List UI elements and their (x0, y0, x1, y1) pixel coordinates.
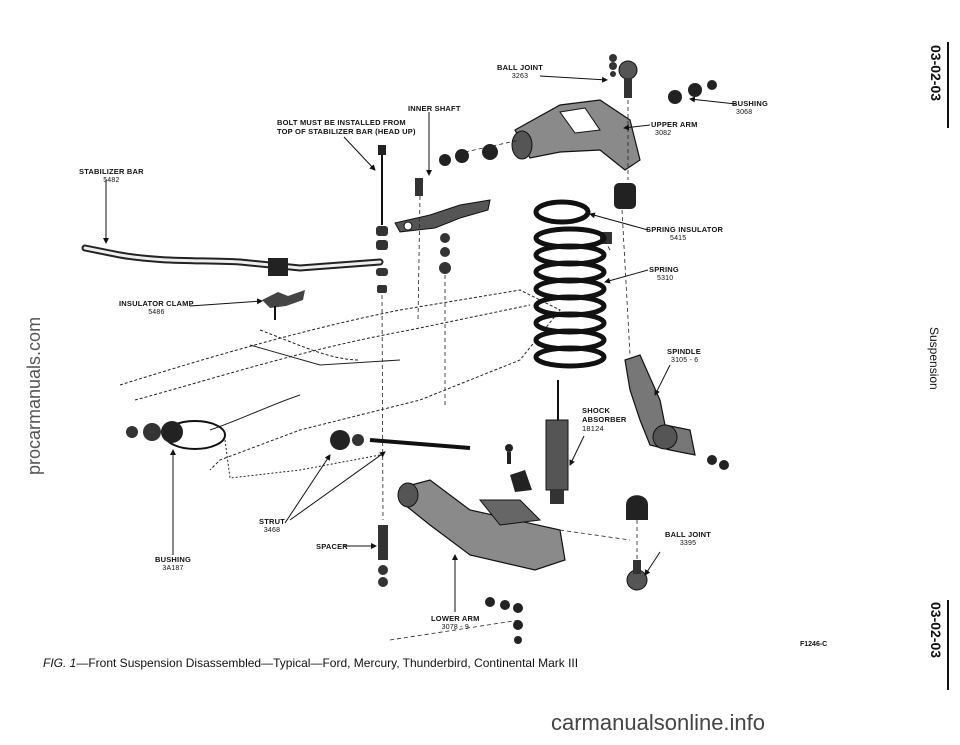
lower-bushing (126, 420, 226, 450)
label-spindle-number: 3105 - 6 (671, 357, 699, 364)
label-lower-arm-number: 3078 - 9 (441, 624, 469, 631)
label-bushing-lower-number: 3A187 (162, 565, 184, 572)
section-title: Suspension (927, 327, 941, 390)
label-strut-name: STRUT (259, 517, 285, 526)
label-spindle: SPINDLE 3105 - 6 (667, 347, 701, 365)
label-bolt-note: BOLT MUST BE INSTALLED FROM TOP OF STABI… (277, 118, 416, 136)
label-spacer: SPACER (316, 542, 348, 551)
label-stabilizer-bar-name: STABILIZER BAR (79, 167, 144, 176)
label-inner-shaft-name: INNER SHAFT (408, 104, 461, 113)
spring-insulator (533, 199, 591, 225)
inner-shaft (394, 178, 491, 274)
section-code-top: 03-02-03 (928, 45, 944, 102)
label-bushing-lower: BUSHING 3A187 (155, 555, 191, 573)
label-spring-name: SPRING (649, 265, 679, 274)
section-code-bottom: 03-02-03 (928, 602, 944, 659)
upper-arm (511, 99, 641, 171)
label-strut: STRUT 3468 (259, 517, 285, 535)
watermark-bottom: carmanualsonline.info (551, 710, 766, 735)
label-ball-joint-upper: BALL JOINT 3263 (497, 63, 543, 81)
figure-code: F1246-C (800, 641, 828, 648)
label-bolt-note-line1: BOLT MUST BE INSTALLED FROM (277, 118, 406, 127)
strut-rod (330, 430, 471, 450)
label-upper-arm-number: 3082 (655, 130, 672, 137)
label-spindle-name: SPINDLE (667, 347, 701, 356)
label-spring-insulator-name: SPRING INSULATOR (646, 225, 724, 234)
label-lower-arm: LOWER ARM 3078 - 9 (431, 614, 480, 632)
assembly-lines (381, 100, 638, 641)
label-shock-absorber-number: 18124 (582, 424, 604, 433)
figure-caption-text: —Front Suspension Disassembled—Typical—F… (76, 656, 579, 670)
label-stabilizer-bar-number: 5482 (103, 177, 120, 184)
label-spacer-name: SPACER (316, 542, 348, 551)
label-shock-absorber-line2: ABSORBER (582, 415, 627, 424)
figure-caption: FIG. 1—Front Suspension Disassembled—Typ… (43, 656, 578, 670)
insulator-clamp (262, 290, 305, 320)
upper-ball-joint (609, 54, 638, 98)
label-bolt-note-line2: TOP OF STABILIZER BAR (HEAD UP) (277, 127, 416, 136)
label-bushing-upper-name: BUSHING (732, 99, 768, 108)
watermark-left: procarmanuals.com (24, 316, 44, 475)
label-bushing-upper: BUSHING 3068 (732, 99, 768, 117)
label-spring-insulator: SPRING INSULATOR 5415 (646, 225, 723, 243)
label-upper-arm-name: UPPER ARM (651, 120, 698, 129)
spacer-stack (378, 525, 388, 587)
label-lower-arm-name: LOWER ARM (431, 614, 480, 623)
label-shock-absorber-line1: SHOCK (582, 406, 611, 415)
label-insulator-clamp-number: 5486 (148, 309, 165, 316)
label-ball-joint-lower-name: BALL JOINT (665, 530, 712, 539)
label-ball-joint-lower-number: 3395 (679, 540, 697, 547)
label-bushing-lower-name: BUSHING (155, 555, 191, 564)
label-upper-arm: UPPER ARM 3082 (651, 120, 698, 138)
label-strut-number: 3468 (263, 527, 281, 534)
label-stabilizer-bar: STABILIZER BAR 5482 (79, 167, 144, 185)
lower-ball-joint (626, 495, 648, 591)
label-ball-joint-upper-name: BALL JOINT (497, 63, 544, 72)
lower-arm-hardware (485, 444, 532, 644)
lower-arm (397, 479, 566, 571)
upper-bushings (439, 80, 717, 166)
label-spring-insulator-number: 5415 (670, 235, 687, 242)
stabilizer-bar (81, 244, 384, 276)
label-insulator-clamp-name: INSULATOR CLAMP (119, 299, 194, 308)
label-spring: SPRING 5310 (649, 265, 679, 283)
label-ball-joint-lower: BALL JOINT 3395 (665, 530, 711, 548)
stabilizer-bolt-stack (376, 145, 388, 293)
spindle (624, 354, 729, 470)
shock-absorber (545, 380, 569, 504)
coil-spring (533, 226, 607, 369)
label-insulator-clamp: INSULATOR CLAMP 5486 (119, 299, 194, 317)
label-ball-joint-upper-number: 3263 (511, 73, 529, 80)
label-inner-shaft: INNER SHAFT (408, 104, 461, 113)
figure-caption-number: FIG. 1 (43, 656, 77, 670)
leader-lines (103, 75, 737, 612)
label-spring-number: 5310 (657, 275, 674, 282)
label-shock-absorber: SHOCK ABSORBER 18124 (582, 406, 627, 433)
label-bushing-upper-number: 3068 (736, 109, 753, 116)
